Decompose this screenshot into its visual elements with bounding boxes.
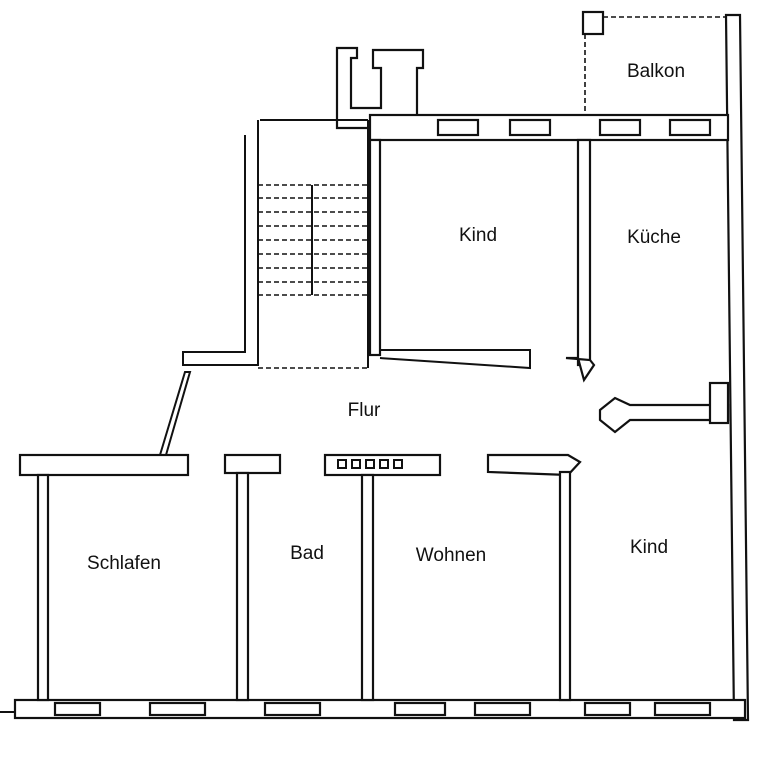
top-wall bbox=[368, 113, 730, 142]
room-label-bad: Bad bbox=[290, 543, 324, 564]
room-label-kind-bottom: Kind bbox=[629, 537, 669, 558]
room-label-balkon: Balkon bbox=[626, 61, 686, 82]
room-label-wohnen: Wohnen bbox=[415, 545, 487, 566]
stairs bbox=[258, 184, 368, 296]
room-label-kueche: Küche bbox=[627, 227, 681, 248]
chimney-flues bbox=[337, 459, 403, 469]
interior-walls-top bbox=[368, 138, 730, 434]
room-label-flur: Flur bbox=[347, 400, 381, 421]
room-label-kind-top: Kind bbox=[458, 225, 498, 246]
windows-bottom bbox=[53, 701, 712, 717]
balcony bbox=[581, 10, 726, 118]
interior-walls-bottom bbox=[18, 371, 582, 702]
room-label-schlafen: Schlafen bbox=[87, 553, 161, 574]
staircase bbox=[182, 119, 369, 369]
